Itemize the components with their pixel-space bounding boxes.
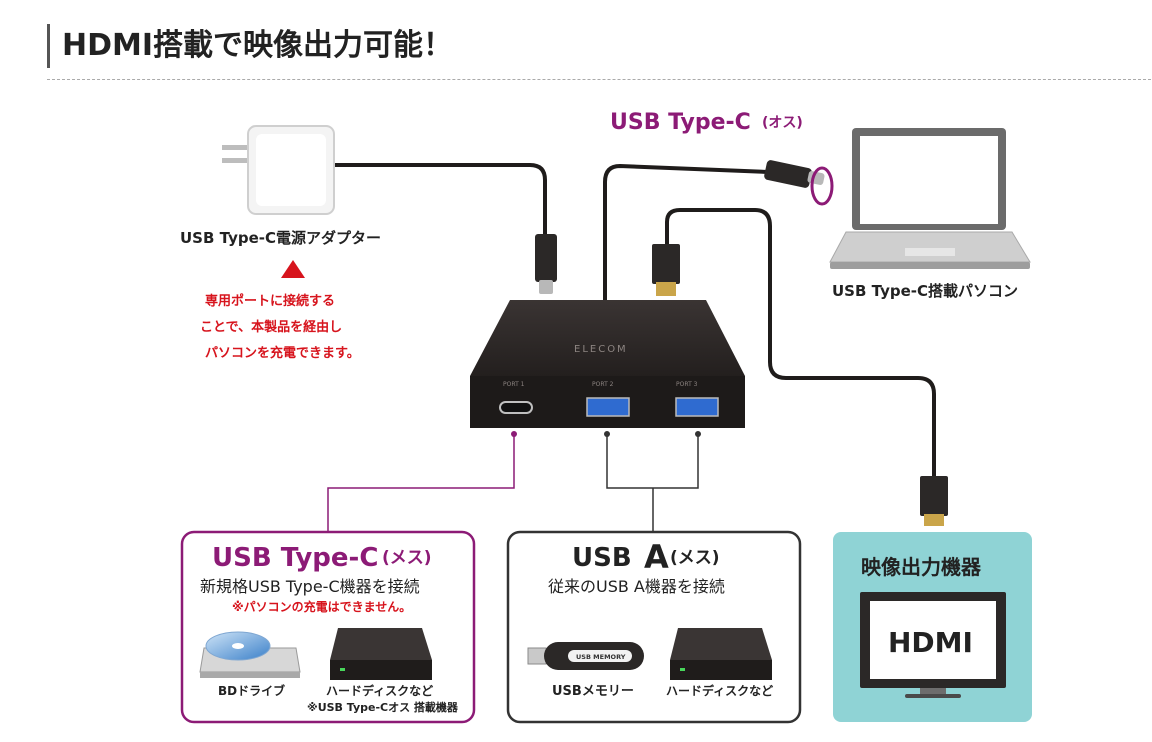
laptop-cable — [603, 163, 770, 302]
connector-lines — [327, 434, 699, 532]
adapter-note: 専用ポートに接続する ことで、本製品を経由し パソコンを充電できます。 — [200, 293, 360, 361]
usbc-female-suffix: (メス) — [382, 548, 432, 568]
hard-disk-note-c: ※USB Type-Cオス 搭載機器 — [307, 700, 459, 714]
usba-female-subtitle: 従来のUSB A機器を接続 — [548, 577, 725, 596]
port3-dot — [695, 431, 701, 437]
usba-port-2 — [586, 397, 630, 417]
power-adapter — [222, 125, 335, 215]
adapter-plug — [535, 234, 557, 294]
hard-disk-icon-a — [670, 628, 772, 680]
usba-female-letter: A — [644, 538, 669, 576]
hdmi-plug-bottom — [920, 476, 948, 526]
usbc-female-box: USB Type-C (メス) 新規格USB Type-C機器を接続 ※パソコン… — [180, 530, 476, 724]
usbc-port — [499, 401, 533, 414]
usba-female-suffix: (メス) — [670, 548, 720, 568]
bd-drive-icon — [199, 631, 301, 678]
rotate-arrow-icon — [810, 166, 834, 206]
hard-disk-icon — [330, 628, 432, 680]
usba-port-3 — [675, 397, 719, 417]
cables — [328, 163, 936, 478]
usb-memory-text: USB MEMORY — [576, 653, 626, 661]
usbc-male-label: USB Type-C — [610, 110, 751, 135]
port3-label: PORT 3 — [676, 381, 698, 388]
adapter-note-line-1: 専用ポートに接続する — [205, 293, 335, 309]
port1-label: PORT 1 — [503, 381, 525, 388]
usb-memory-label: USBメモリー — [552, 684, 634, 699]
usb-memory-icon: USB MEMORY — [527, 642, 644, 670]
laptop-label: USB Type-C搭載パソコン — [832, 282, 1018, 300]
monitor-icon — [860, 592, 1006, 698]
up-triangle-icon — [281, 260, 305, 278]
usba-female-box: USB A (メス) 従来のUSB A機器を接続 USB MEMORY USBメ… — [506, 530, 802, 724]
adapter-note-line-2: ことで、本製品を経由し — [200, 319, 342, 335]
hdmi-cable — [665, 208, 936, 478]
video-output-box: 映像出力機器 HDMI — [833, 532, 1032, 722]
usbc-female-title: USB Type-C — [212, 543, 378, 573]
hard-disk-label-c: ハードディスクなど — [326, 683, 433, 698]
video-output-title: 映像出力機器 — [861, 555, 982, 579]
adapter-cable — [328, 163, 547, 238]
bd-drive-label: BDドライブ — [218, 683, 285, 698]
adapter-label: USB Type-C電源アダプター — [180, 229, 381, 247]
usb-hub: ELECOM PORT 1 PORT 2 PORT 3 — [470, 300, 745, 428]
hub-brand: ELECOM — [574, 344, 628, 355]
hdmi-plug-top — [652, 244, 680, 296]
monitor-screen-text: HDMI — [888, 626, 973, 659]
port1-dot — [511, 431, 517, 437]
laptop-illustration — [829, 128, 1031, 269]
usbc-female-subtitle: 新規格USB Type-C機器を接続 — [200, 577, 420, 596]
port2-label: PORT 2 — [592, 381, 614, 388]
usba-female-title: USB — [572, 543, 632, 573]
usbc-male-suffix: (オス) — [762, 115, 803, 131]
adapter-note-line-3: パソコンを充電できます。 — [205, 345, 360, 361]
laptop-plug — [764, 160, 834, 206]
port2-dot — [604, 431, 610, 437]
page-title: HDMI搭載で映像出力可能！ — [47, 24, 453, 68]
usbc-female-note: ※パソコンの充電はできません。 — [232, 599, 411, 614]
title-divider — [47, 79, 1151, 80]
hard-disk-label-a: ハードディスクなど — [666, 683, 773, 698]
